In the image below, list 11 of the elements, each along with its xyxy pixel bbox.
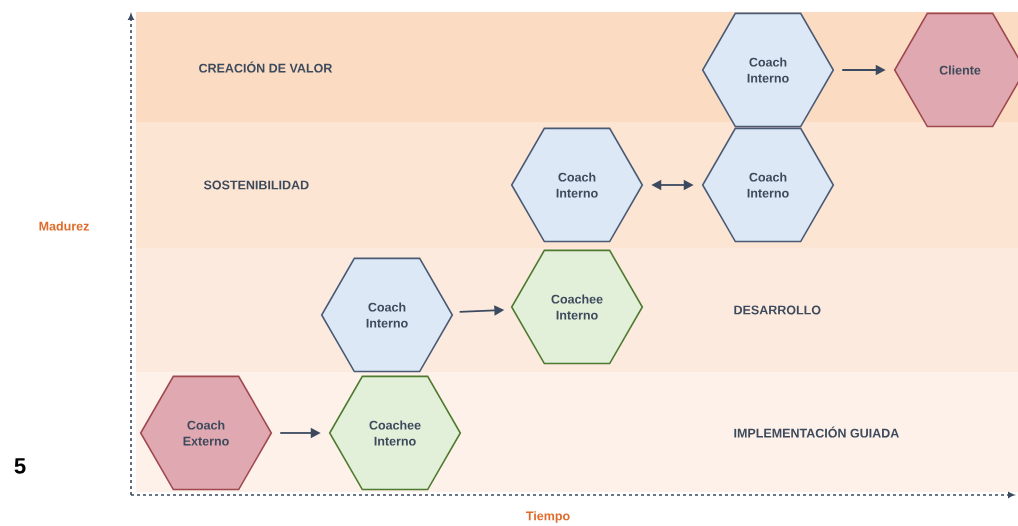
hexagon: Coach Interno bbox=[701, 12, 835, 128]
hexagon: Coach Externo bbox=[139, 375, 273, 491]
axis-label: Madurez bbox=[39, 221, 89, 231]
hexagon: Coach Interno bbox=[510, 127, 644, 243]
hexagon: Coachee Interno bbox=[328, 375, 462, 491]
hexagon: Coach Interno bbox=[701, 127, 835, 243]
page-number: 5 bbox=[14, 458, 26, 474]
hexagon: Coachee Interno bbox=[510, 249, 644, 365]
axis-label: Tiempo bbox=[526, 511, 570, 523]
hexagon: Cliente bbox=[893, 12, 1018, 128]
hexagon: Coach Interno bbox=[320, 257, 454, 373]
